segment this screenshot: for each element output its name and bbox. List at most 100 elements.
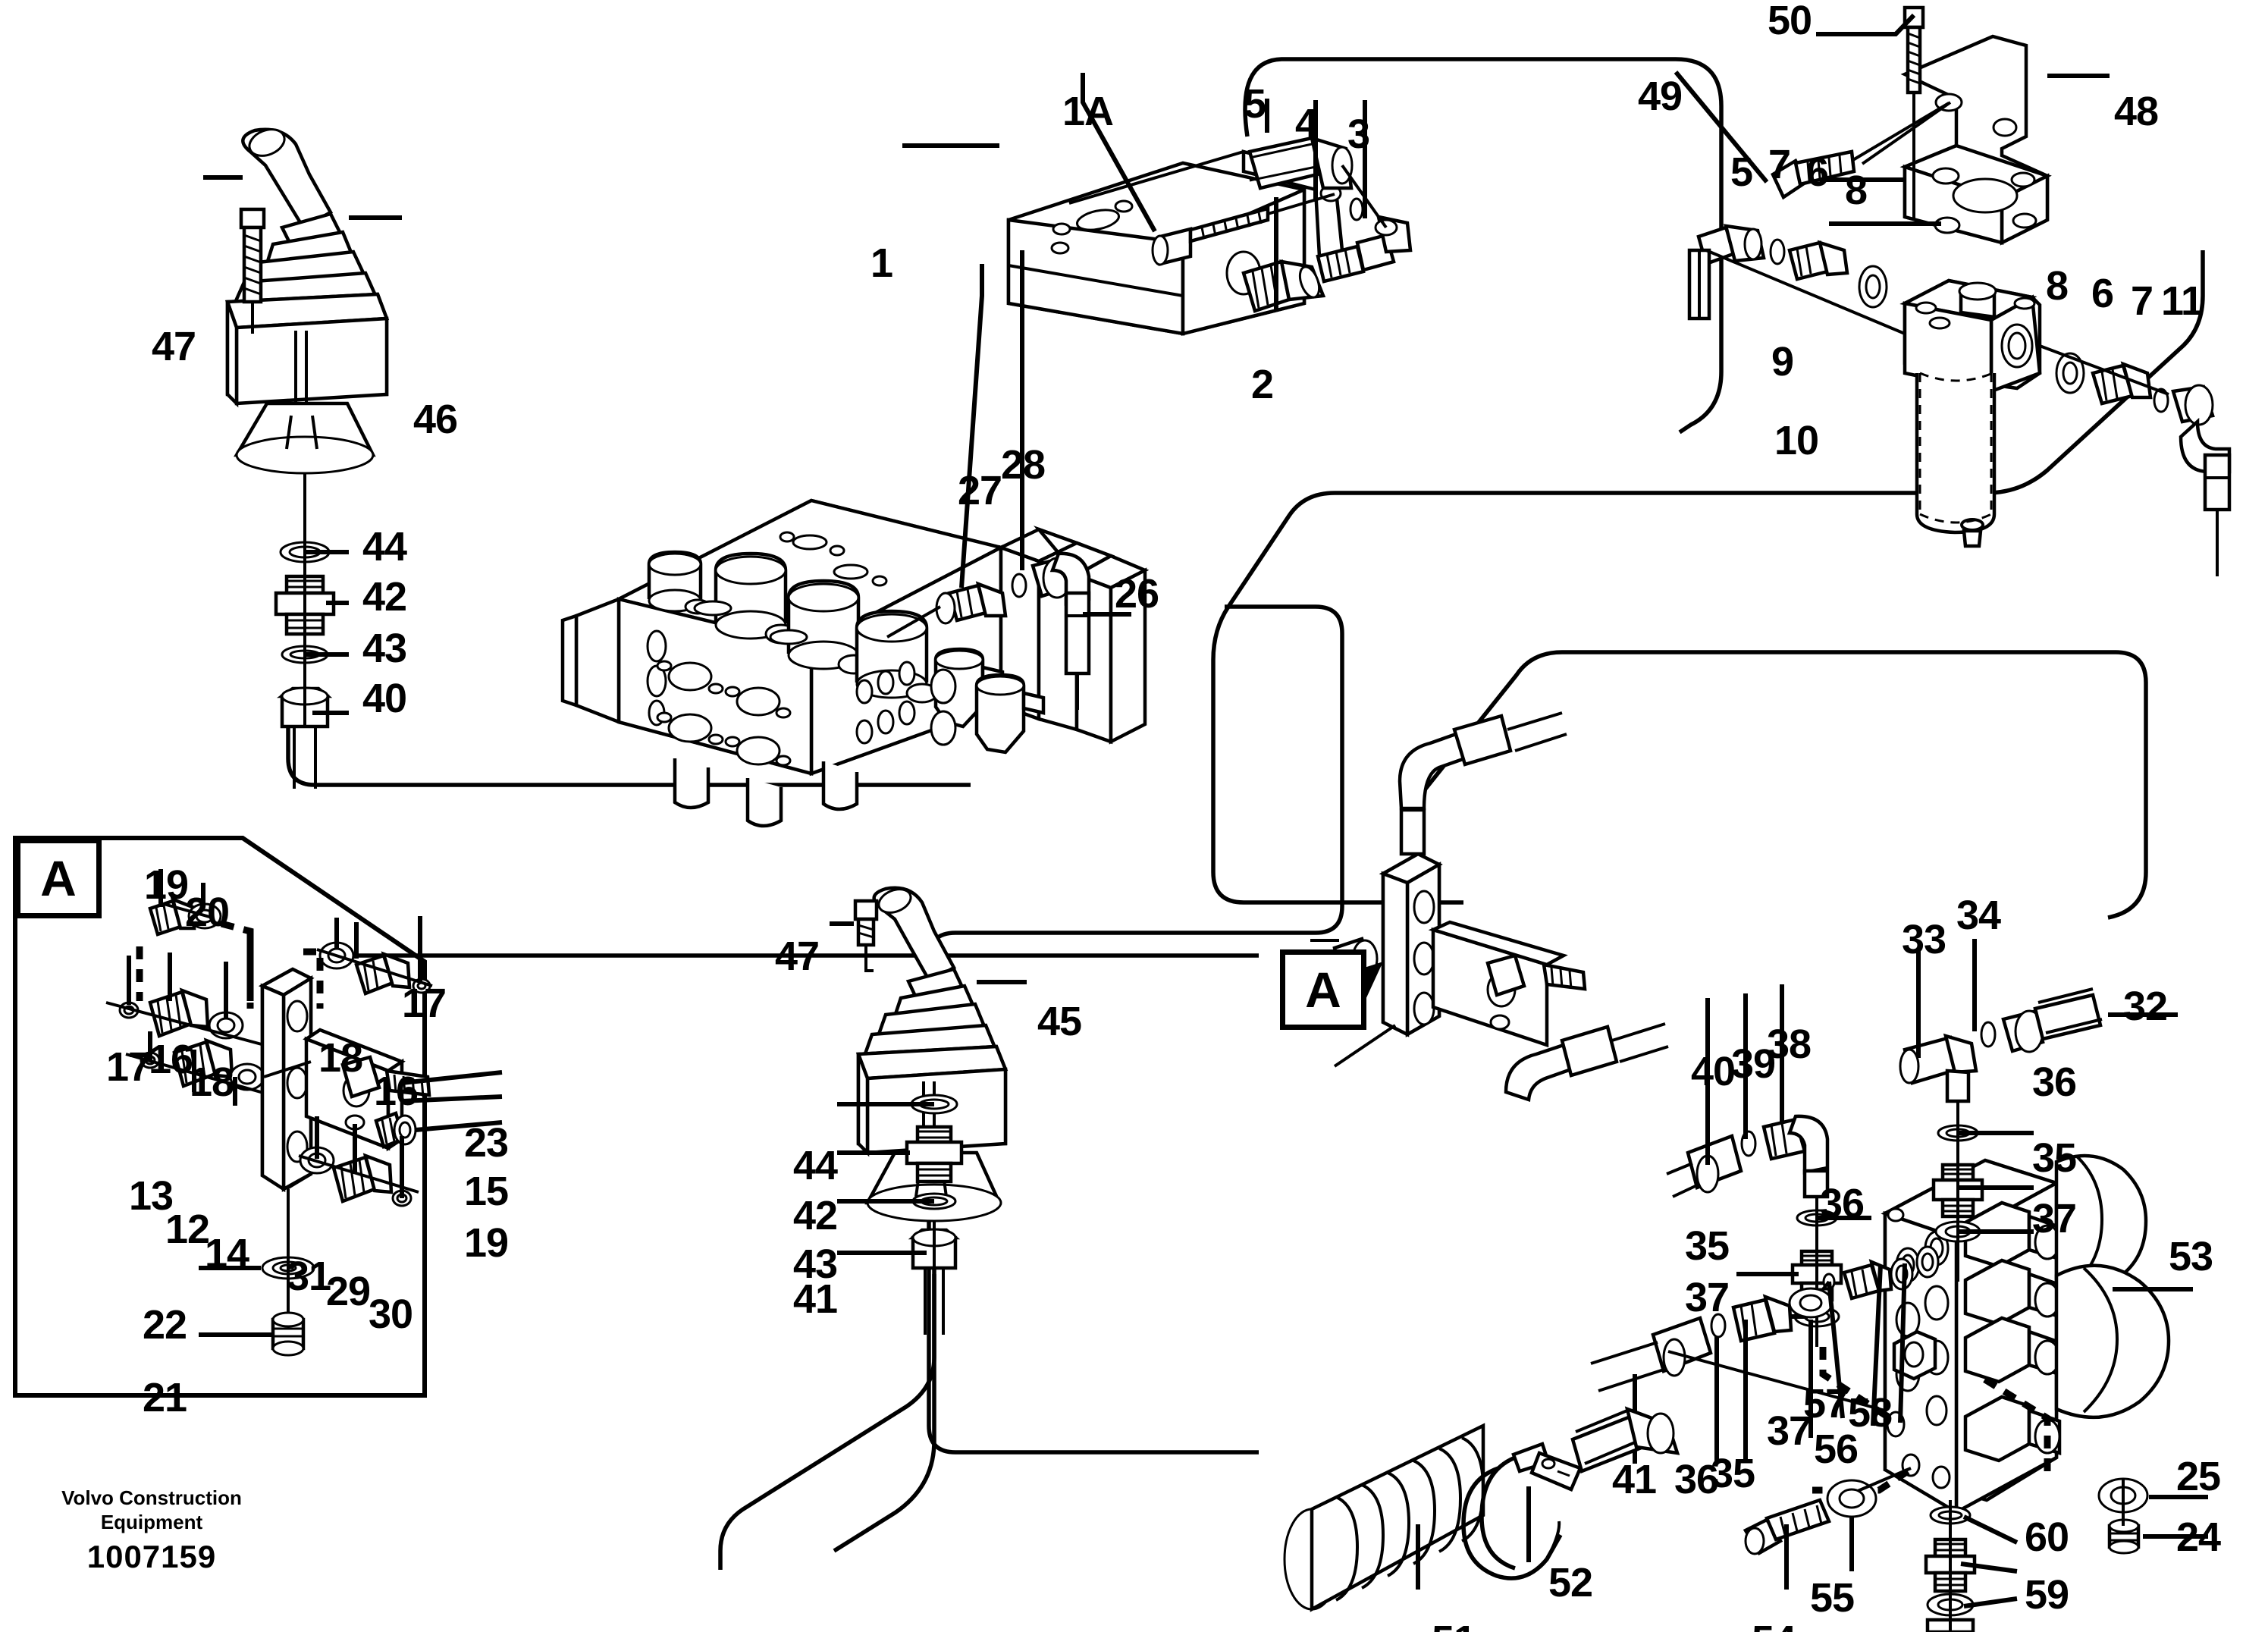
callout-32: 32 (2123, 984, 2168, 1029)
drawing-number: 1007159 (86, 1539, 217, 1575)
callout-5: 5 (1730, 149, 1753, 195)
callout-22: 22 (143, 1302, 187, 1348)
callout-41: 41 (1612, 1457, 1657, 1502)
part-46-joystick-left (224, 127, 390, 540)
callout-51: 51 (1432, 1620, 1476, 1632)
callout-47: 47 (152, 324, 196, 369)
callout-16: 16 (149, 1037, 193, 1082)
callout-29: 29 (326, 1269, 371, 1314)
callout-38: 38 (1767, 1022, 1812, 1067)
detail-marker-a-reference: A (1280, 949, 1366, 1030)
callout-57: 57 (1803, 1381, 1848, 1426)
bottom-right-valve-block (1881, 1153, 2171, 1515)
callout-36: 36 (2032, 1059, 2077, 1105)
callout-8: 8 (1845, 168, 1868, 213)
callout-40: 40 (1691, 1049, 1736, 1094)
callout-33: 33 (1902, 917, 1946, 962)
company-name-line1: Volvo Construction (61, 1486, 242, 1509)
part-9-10-filter (1899, 278, 2042, 548)
callout-27: 27 (958, 468, 1002, 513)
callout-52: 52 (1548, 1560, 1593, 1605)
callout-16: 16 (374, 1069, 419, 1114)
callout-41: 41 (793, 1276, 838, 1322)
callout-60: 60 (2025, 1514, 2069, 1560)
part-1A-bolt (1151, 193, 1335, 266)
callout-42: 42 (362, 574, 407, 620)
callout-54: 54 (1752, 1620, 1796, 1632)
callout-18: 18 (190, 1059, 234, 1105)
parts-54-55 (1743, 1467, 1912, 1556)
part-48-bracket (1861, 34, 2052, 246)
callout-43: 43 (362, 626, 407, 671)
callout-9: 9 (1771, 339, 1794, 384)
callout-14: 14 (205, 1231, 249, 1276)
callout-12: 12 (165, 1207, 210, 1252)
callout-18: 18 (318, 1035, 363, 1081)
callout-25: 25 (2176, 1454, 2221, 1499)
callout-21: 21 (143, 1375, 187, 1420)
callout-30: 30 (369, 1291, 413, 1337)
callout-1A: 1A (1062, 89, 1114, 134)
callout-58: 58 (1848, 1390, 1893, 1436)
callout-48: 48 (2114, 89, 2159, 134)
callout-11: 11 (2161, 278, 2204, 324)
callout-20: 20 (185, 890, 230, 935)
callout-15: 15 (464, 1169, 509, 1214)
callout-47: 47 (775, 934, 820, 979)
callout-35: 35 (2032, 1135, 2077, 1181)
callout-37: 37 (1767, 1408, 1812, 1454)
callout-45: 45 (1037, 999, 1082, 1044)
callout-39: 39 (1731, 1041, 1776, 1087)
callout-3: 3 (1347, 111, 1370, 157)
parts-24-25 (2097, 1477, 2149, 1555)
drawing-footer: Volvo Construction Equipment 1007159 (30, 1486, 273, 1575)
part-50-bolt (1903, 5, 1925, 218)
callout-35: 35 (1685, 1223, 1730, 1269)
callout-7: 7 (1768, 142, 1791, 187)
callout-61: 61 (2025, 1629, 2069, 1632)
parts-5-8-filter-inlet (1687, 224, 1906, 335)
detail-a-bracket (1310, 711, 1669, 1103)
callout-44: 44 (793, 1143, 838, 1188)
callout-19: 19 (144, 862, 189, 908)
callout-5: 5 (1244, 81, 1266, 127)
callout-36: 36 (1820, 1181, 1865, 1226)
parts-41-37-lower-left-stack (1590, 1287, 1886, 1412)
callout-50: 50 (1768, 0, 1812, 43)
callout-55: 55 (1810, 1575, 1855, 1621)
callout-26: 26 (1115, 571, 1159, 617)
callout-36: 36 (1674, 1457, 1719, 1502)
detail-a-inset-contents (105, 869, 503, 1357)
callout-7: 7 (2131, 278, 2154, 324)
callout-34: 34 (1956, 893, 2001, 938)
callout-13: 13 (129, 1173, 174, 1219)
callout-49: 49 (1638, 74, 1683, 119)
callout-44: 44 (362, 524, 407, 570)
callout-37: 37 (1685, 1275, 1730, 1320)
company-name-line2: Equipment (100, 1510, 203, 1533)
callout-35: 35 (1711, 1451, 1755, 1496)
callout-17: 17 (106, 1044, 151, 1090)
detail-a-inset-frame (13, 836, 427, 1398)
callout-10: 10 (1774, 418, 1819, 463)
detail-marker-a-inset: A (15, 838, 102, 918)
callout-1: 1 (870, 240, 893, 286)
part-49-bolt (1771, 102, 1950, 200)
callout-2: 2 (1251, 362, 1274, 407)
parts-8-11-filter-outlet (2039, 344, 2232, 576)
callout-17: 17 (402, 981, 447, 1026)
main-valve-block (560, 498, 1150, 828)
parts-44-42-43-40-left (274, 540, 336, 789)
callout-59: 59 (2025, 1572, 2069, 1618)
parts-59-61-stack (1924, 1500, 1977, 1632)
callout-8: 8 (2046, 263, 2069, 309)
callout-24: 24 (2176, 1514, 2221, 1560)
part-1-control-block (1006, 149, 1344, 336)
callout-40: 40 (362, 676, 407, 721)
callout-4: 4 (1295, 101, 1318, 146)
part-47-bolt-left (239, 207, 266, 334)
callout-42: 42 (793, 1193, 838, 1238)
callout-6: 6 (2091, 271, 2114, 316)
